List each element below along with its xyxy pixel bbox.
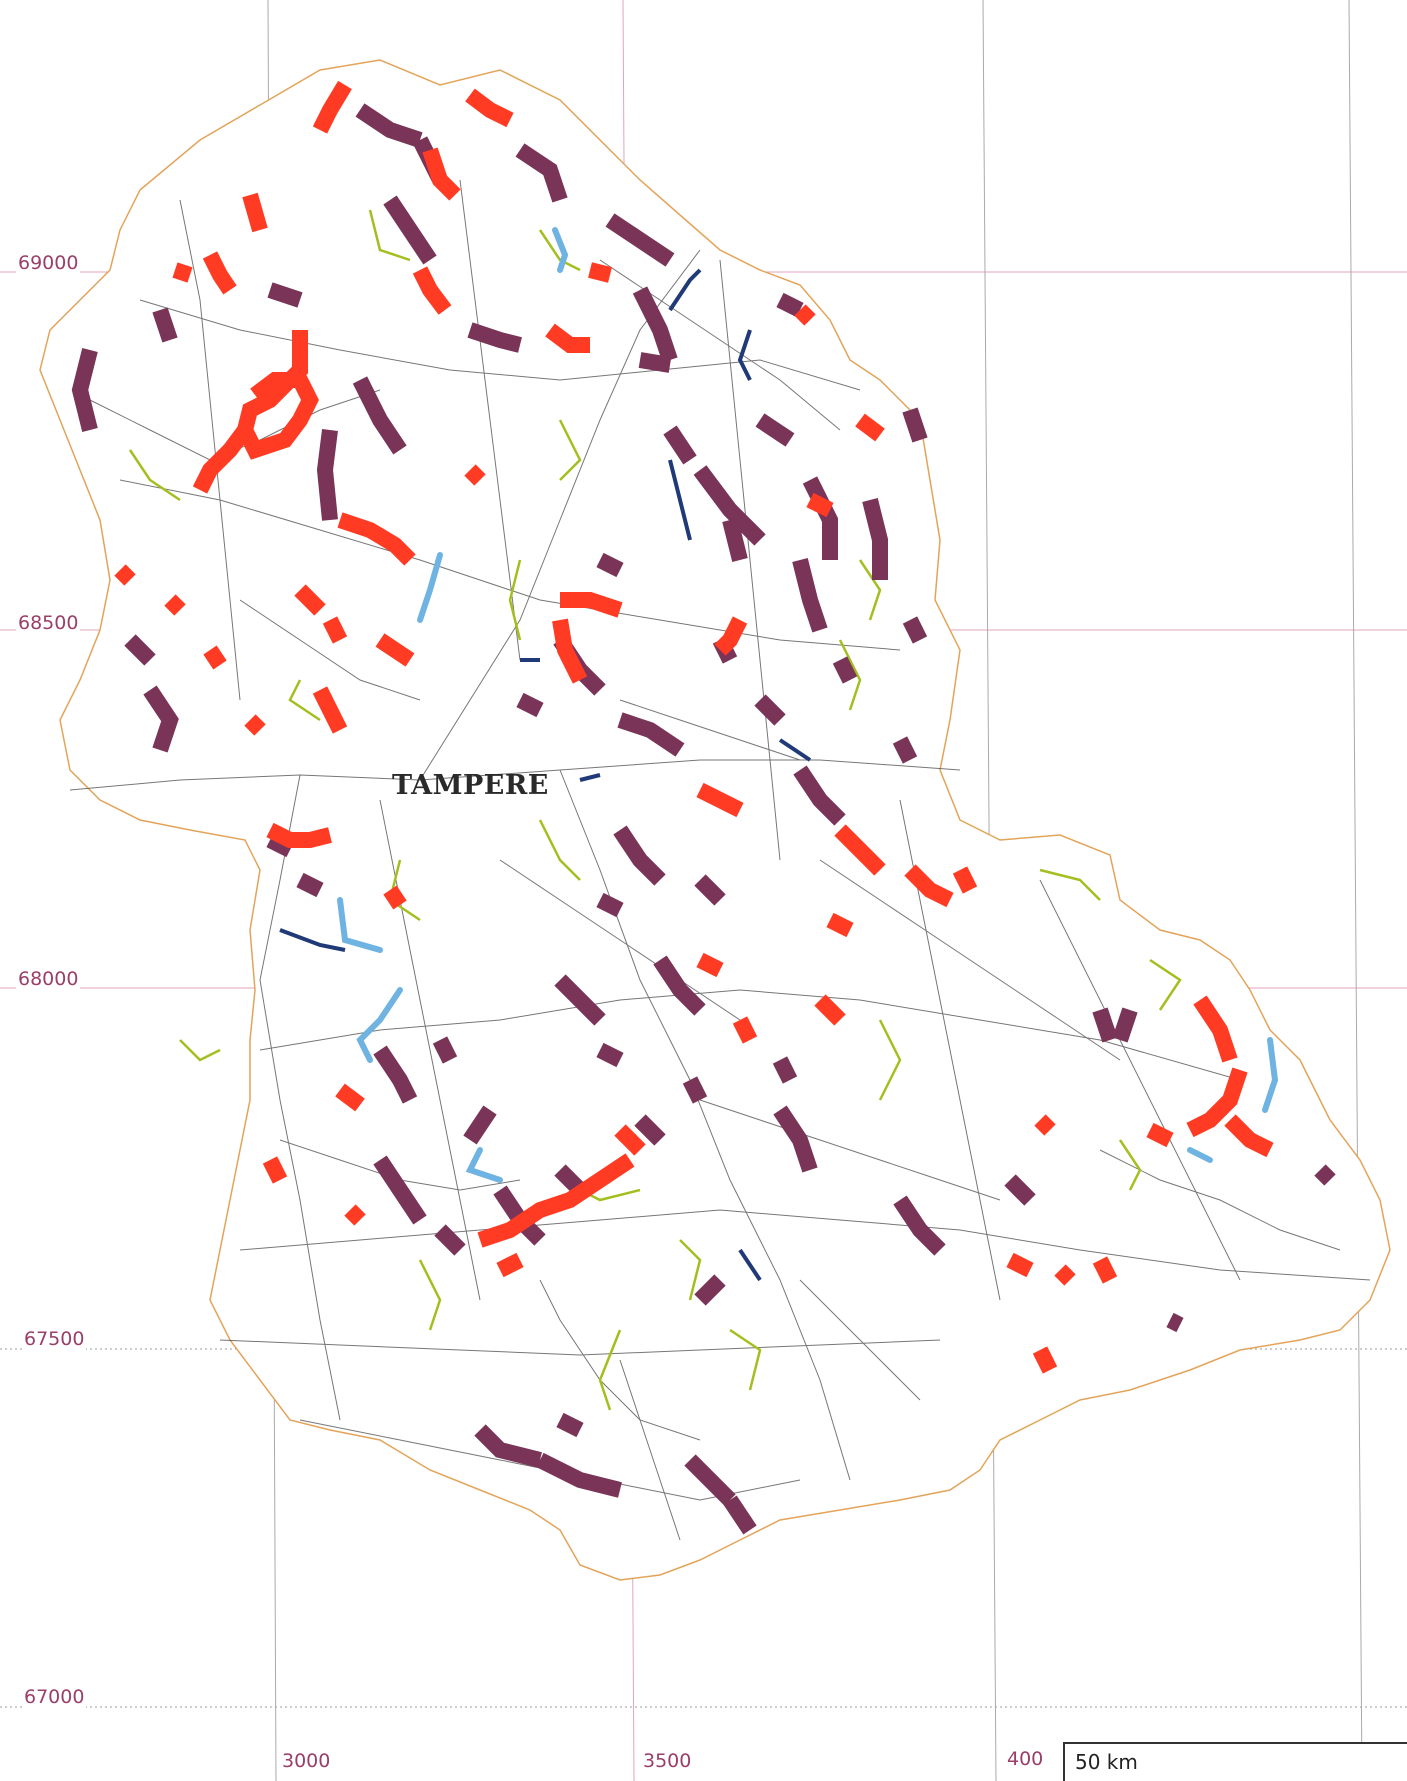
region-boundary — [39, 59, 1391, 1581]
grid-label-68000: 68000 — [16, 968, 81, 990]
dark-blue-segments — [279, 268, 812, 1282]
grid-label-67500: 67500 — [22, 1328, 87, 1350]
grid-label-3000: 3000 — [280, 1750, 333, 1772]
red-road-segments — [114, 80, 1274, 1374]
purple-road-segments — [71, 103, 1336, 1535]
scale-bar: 50 km — [1063, 1742, 1407, 1781]
light-blue-segments — [337, 227, 1279, 1183]
grid-label-69000: 69000 — [16, 252, 81, 274]
scale-label: 50 km — [1075, 1750, 1138, 1774]
grid-label-67000: 67000 — [22, 1686, 87, 1708]
green-road-segments — [128, 209, 1182, 1411]
grid-line-right — [1348, 0, 1363, 1781]
grid-label-68500: 68500 — [16, 612, 81, 634]
grid-label-400: 400 — [1005, 1748, 1046, 1770]
city-label-tampere: TAMPERE — [392, 770, 549, 801]
grid-label-3500: 3500 — [641, 1750, 694, 1772]
